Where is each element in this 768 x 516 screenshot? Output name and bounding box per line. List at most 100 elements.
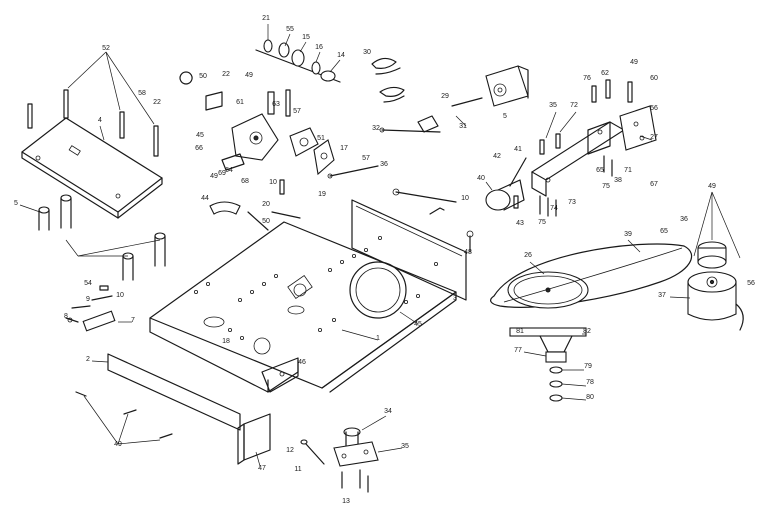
- callout-67: 67: [650, 181, 658, 188]
- callout-31: 31: [459, 123, 467, 130]
- callout-21: 21: [262, 15, 270, 22]
- motor-bracket-29: [417, 65, 529, 133]
- callout-18: 18: [222, 338, 230, 345]
- callout-10: 10: [461, 195, 469, 202]
- callout-16: 16: [315, 44, 323, 51]
- callout-19: 19: [318, 191, 326, 198]
- callout-2: 2: [86, 356, 90, 363]
- platter-part-26: [490, 243, 693, 309]
- callout-44: 44: [201, 195, 209, 202]
- callout-55: 55: [286, 26, 294, 33]
- callout-8: 8: [64, 313, 68, 320]
- callout-32: 32: [372, 125, 380, 132]
- callout-81: 81: [516, 328, 524, 335]
- motor-part-37: [669, 191, 744, 331]
- callout-10: 10: [269, 179, 277, 186]
- callout-71: 71: [624, 167, 632, 174]
- callout-75: 75: [602, 183, 610, 190]
- callout-13: 13: [342, 498, 350, 505]
- callout-5: 5: [14, 200, 18, 207]
- callout-60: 60: [650, 75, 658, 82]
- screw-part-48: [392, 188, 474, 253]
- callout-22: 22: [153, 99, 161, 106]
- spring-clip-30: [371, 57, 405, 103]
- callout-65: 65: [596, 167, 604, 174]
- chassis-part-1: [149, 221, 457, 393]
- callout-77: 77: [514, 347, 522, 354]
- clip-44: [209, 201, 241, 215]
- plate-27: [619, 105, 657, 151]
- spindle-assembly: [509, 327, 587, 402]
- callout-69: 69: [218, 170, 226, 177]
- callout-15: 15: [302, 34, 310, 41]
- rod-32: [379, 127, 441, 133]
- screws-part-52: [27, 51, 159, 157]
- callout-11: 11: [294, 466, 301, 473]
- callout-49: 49: [245, 72, 253, 79]
- callout-51: 51: [317, 135, 325, 142]
- callout-49: 49: [114, 441, 122, 448]
- callout-57: 57: [293, 108, 301, 115]
- callout-17: 17: [340, 145, 348, 152]
- callout-48: 48: [464, 249, 472, 256]
- callout-65: 65: [660, 228, 668, 235]
- callout-73: 73: [568, 199, 576, 206]
- base-plate-part-4: [21, 117, 163, 219]
- callout-40: 40: [477, 175, 485, 182]
- callout-35: 35: [549, 102, 557, 109]
- callout-75: 75: [538, 219, 546, 226]
- callout-29: 29: [441, 93, 449, 100]
- callout-45: 45: [196, 132, 204, 139]
- callout-56: 56: [747, 280, 755, 287]
- callout-35: 35: [401, 443, 409, 450]
- callout-26: 26: [524, 252, 532, 259]
- bracket-part-46: [261, 357, 299, 393]
- callout-76: 76: [583, 75, 591, 82]
- callout-56: 56: [650, 105, 658, 112]
- callout-3: 3: [453, 295, 457, 302]
- callout-50: 50: [199, 73, 207, 80]
- callout-49: 49: [708, 183, 716, 190]
- callout-79: 79: [584, 363, 592, 370]
- cam-assembly: [179, 71, 335, 176]
- callout-49: 49: [630, 59, 638, 66]
- callout-50: 50: [262, 218, 270, 225]
- callout-4: 4: [98, 117, 102, 124]
- callout-42: 42: [493, 153, 501, 160]
- screws-part-49-lower: [75, 391, 173, 445]
- callout-82: 82: [583, 328, 591, 335]
- link-arm-36: [279, 165, 379, 195]
- callout-14: 14: [337, 52, 345, 59]
- shaft-assembly-14-16: [255, 24, 341, 83]
- callout-66: 66: [195, 145, 203, 152]
- callout-61: 61: [236, 99, 244, 106]
- callout-58: 58: [138, 90, 146, 97]
- motor-40: [485, 157, 527, 211]
- screws-62-76: [591, 79, 633, 103]
- callout-49: 49: [210, 173, 218, 180]
- callout-34: 34: [384, 408, 392, 415]
- callout-39: 39: [624, 231, 632, 238]
- callout-37: 37: [658, 292, 666, 299]
- callout-52: 52: [102, 45, 110, 52]
- callout-7: 7: [131, 317, 135, 324]
- side-rail-part-3: [351, 199, 467, 301]
- callout-80: 80: [586, 394, 594, 401]
- callout-5: 5: [503, 113, 507, 120]
- front-rail-part-2: [91, 353, 241, 431]
- callout-30: 30: [363, 49, 371, 56]
- pivot-assembly-34: [333, 415, 403, 493]
- support-legs: [19, 194, 166, 281]
- callout-78: 78: [586, 379, 594, 386]
- pin-11-12: [300, 439, 325, 465]
- callout-57: 57: [362, 155, 370, 162]
- callout-74: 74: [550, 205, 558, 212]
- callout-27: 27: [650, 134, 658, 141]
- callout-41: 41: [514, 146, 522, 153]
- callout-36: 36: [380, 161, 388, 168]
- callout-72: 72: [570, 102, 578, 109]
- callout-46: 46: [298, 359, 306, 366]
- callout-22: 22: [222, 71, 230, 78]
